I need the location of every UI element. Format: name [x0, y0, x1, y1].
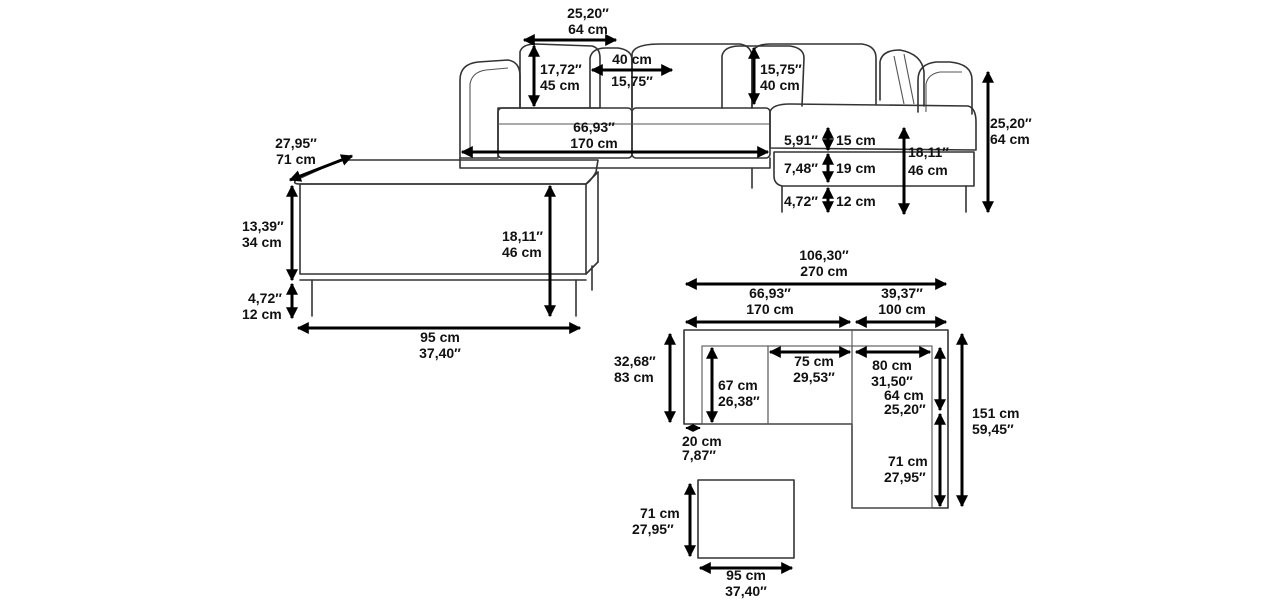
label-ottoman-depth-in: 27,95″	[275, 135, 317, 151]
label-plan-chaise-back-in: 25,20″	[884, 401, 926, 417]
label-base-thickness-cm: 19 cm	[836, 160, 876, 176]
label-sofa-width-in: 66,93″	[573, 119, 615, 135]
label-sofa-width-cm: 170 cm	[570, 135, 617, 151]
plan-ottoman	[697, 479, 795, 559]
dimension-labels: 25,20″ 64 cm 17,72″ 45 cm 40 cm 15,75″ 1…	[242, 5, 1032, 599]
sectional-sofa-elevation	[459, 43, 977, 213]
label-pillow-width-in: 15,75″	[611, 73, 653, 89]
sofa-pillow-2	[721, 45, 805, 109]
label-plan-chaise-front-in: 27,95″	[884, 469, 926, 485]
label-ottoman-width-in: 37,40″	[419, 345, 461, 361]
label-plan-depth-cm: 83 cm	[614, 369, 654, 385]
label-ottoman-depth-cm: 71 cm	[276, 151, 316, 167]
sofa-pillow-round	[879, 49, 925, 107]
label-ottoman-height-cm: 46 cm	[502, 244, 542, 260]
label-plan-chaise-cm: 100 cm	[878, 301, 925, 317]
label-base-thickness-in: 7,48″	[784, 160, 818, 176]
label-ottoman-width-cm: 95 cm	[420, 329, 460, 345]
sofa-left-arm	[459, 59, 521, 159]
label-plan-seat-depth-in: 26,38″	[718, 393, 760, 409]
label-back-cushion-height-in: 17,72″	[540, 61, 582, 77]
label-seat-height-cm: 46 cm	[908, 162, 948, 178]
label-plan-ottoman-width-cm: 95 cm	[726, 567, 766, 583]
label-plan-chaise-length-cm: 151 cm	[972, 405, 1019, 421]
label-plan-ottoman-depth-in: 27,95″	[632, 521, 674, 537]
label-leg-height-cm: 12 cm	[836, 193, 876, 209]
ottoman-body	[299, 183, 587, 275]
sofa-right-arm	[917, 61, 973, 115]
label-top-cushion-width-in: 25,20″	[567, 5, 609, 21]
label-plan-chaise-in: 39,37″	[881, 285, 923, 301]
label-ottoman-leg-cm: 12 cm	[242, 306, 282, 322]
label-plan-seat-width-cm: 75 cm	[794, 353, 834, 369]
label-plan-seat-depth-cm: 67 cm	[718, 377, 758, 393]
label-plan-seat-width-in: 29,53″	[793, 369, 835, 385]
ottoman-top	[293, 159, 599, 185]
label-pillow-height-in: 15,75″	[760, 61, 802, 77]
dimension-arrows	[286, 34, 994, 574]
label-plan-chaise-back-cm: 64 cm	[884, 387, 924, 403]
label-plan-total-in: 106,30″	[799, 247, 849, 263]
label-plan-chaise-front-cm: 71 cm	[888, 453, 928, 469]
label-sofa-total-height-cm: 64 cm	[990, 131, 1030, 147]
sofa-chaise-base	[773, 151, 975, 187]
label-plan-sofa-in: 66,93″	[749, 285, 791, 301]
label-leg-height-in: 4,72″	[784, 193, 818, 209]
label-plan-depth-in: 32,68″	[614, 353, 656, 369]
sofa-plan-view	[683, 329, 949, 559]
sofa-back-cushion-1	[519, 43, 601, 109]
label-seat-height-in: 18,11″	[908, 144, 949, 160]
label-cushion-thickness-in: 5,91″	[784, 132, 818, 148]
label-top-cushion-width-cm: 64 cm	[568, 21, 608, 37]
label-cushion-thickness-cm: 15 cm	[836, 132, 876, 148]
label-ottoman-body-cm: 34 cm	[242, 234, 282, 250]
label-ottoman-leg-in: 4,72″	[248, 290, 282, 306]
label-plan-arm-cm: 20 cm	[682, 433, 722, 449]
ottoman-elevation	[293, 159, 599, 317]
label-plan-chaise-seat-in: 31,50″	[871, 373, 913, 389]
label-pillow-width-cm: 40 cm	[612, 51, 652, 67]
label-plan-chaise-seat-cm: 80 cm	[872, 357, 912, 373]
sofa-chaise-cushion	[769, 103, 977, 151]
label-plan-total-cm: 270 cm	[800, 263, 847, 279]
label-ottoman-body-in: 13,39″	[242, 218, 284, 234]
label-plan-ottoman-width-in: 37,40″	[725, 583, 767, 599]
label-plan-arm-in: 7,87″	[682, 447, 716, 463]
sofa-base-rail	[459, 157, 771, 169]
label-plan-ottoman-depth-cm: 71 cm	[640, 505, 680, 521]
sofa-pillow-1	[589, 47, 633, 109]
label-pillow-height-cm: 40 cm	[760, 77, 800, 93]
label-plan-sofa-cm: 170 cm	[746, 301, 793, 317]
label-ottoman-height-in: 18,11″	[502, 228, 543, 244]
label-plan-chaise-length-in: 59,45″	[972, 421, 1014, 437]
label-sofa-total-height-in: 25,20″	[990, 115, 1032, 131]
label-back-cushion-height-cm: 45 cm	[540, 77, 580, 93]
